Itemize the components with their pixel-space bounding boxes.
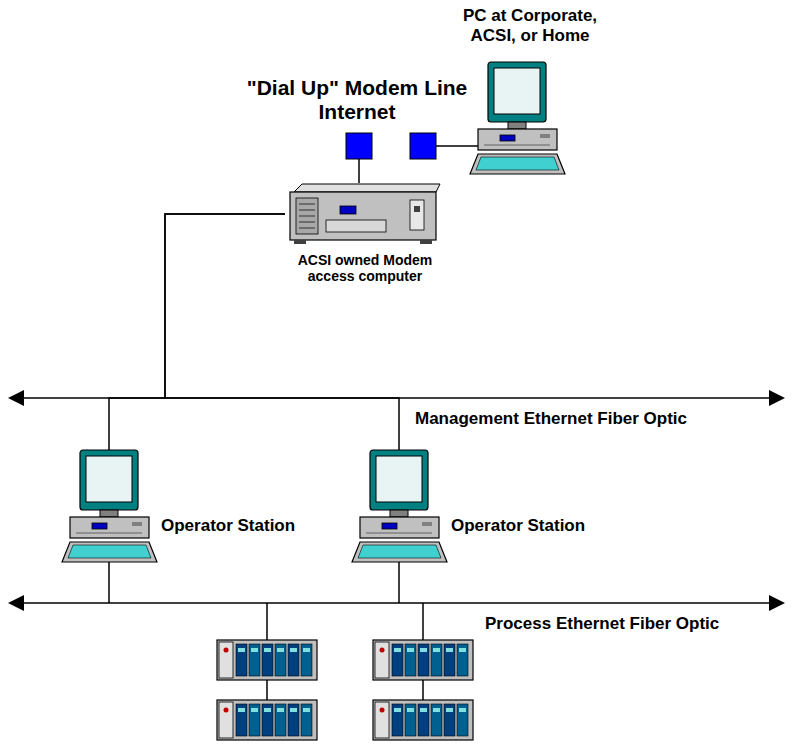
bus-arrowhead <box>8 390 24 406</box>
plc-rack <box>373 700 473 740</box>
pc-icon <box>352 450 447 562</box>
icon-area <box>285 182 445 250</box>
node-label: Operator Station <box>449 516 587 536</box>
plc-rack <box>373 640 473 680</box>
workstation-box: Operator Station <box>352 450 587 564</box>
modem-wire <box>436 145 478 147</box>
plc-rack <box>217 700 317 740</box>
drop-wire <box>266 680 268 700</box>
icon-area <box>62 450 159 564</box>
drop-wire <box>398 562 400 603</box>
drop-wire <box>422 680 424 700</box>
ethernet-bus <box>22 602 771 604</box>
icon-area <box>448 47 612 175</box>
network-connector <box>109 214 285 450</box>
drop-wire <box>108 562 110 603</box>
modem-symbol <box>410 133 436 159</box>
network-connector <box>165 214 399 450</box>
modem-wire <box>358 159 360 183</box>
pc-icon <box>470 62 565 174</box>
server-icon <box>290 184 440 244</box>
pc-icon <box>62 450 157 562</box>
drop-wire <box>266 603 268 640</box>
node-label: PC at Corporate, ACSI, or Home <box>448 4 612 47</box>
bus-label: Process Ethernet Fiber Optic <box>485 614 719 634</box>
icon-area <box>352 450 449 564</box>
pc-box: PC at Corporate, ACSI, or Home <box>448 4 612 175</box>
bus-arrowhead <box>769 390 785 406</box>
bus-arrowhead <box>8 595 24 611</box>
bus-label: Management Ethernet Fiber Optic <box>415 409 687 429</box>
workstation-box: Operator Station <box>62 450 297 564</box>
modem-symbol <box>346 133 372 159</box>
drop-wire <box>422 603 424 640</box>
node-label: ACSI owned Modem access computer <box>285 250 445 286</box>
server-box: ACSI owned Modem access computer <box>285 182 445 286</box>
bus-arrowhead <box>769 595 785 611</box>
node-label: Operator Station <box>159 516 297 536</box>
plc-rack <box>217 640 317 680</box>
modem-line-label: "Dial Up" Modem Line Internet <box>237 76 477 124</box>
